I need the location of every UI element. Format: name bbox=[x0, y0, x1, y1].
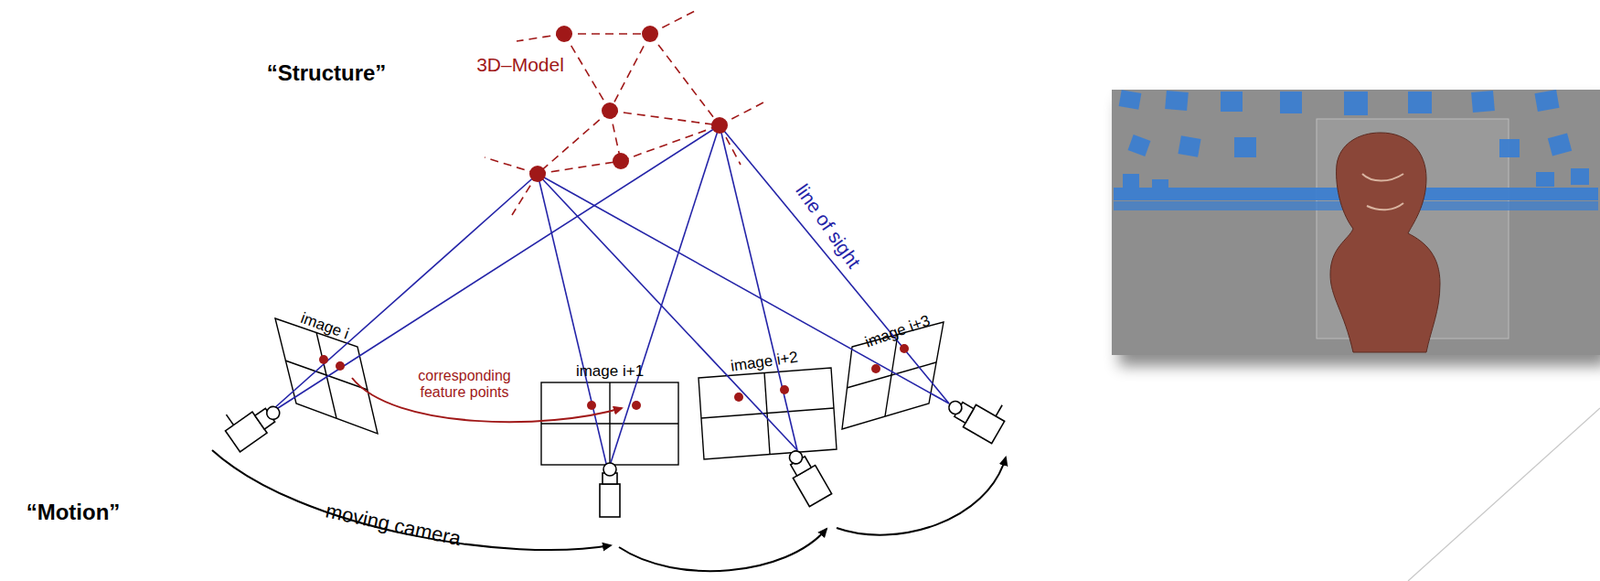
label: corresponding feature points bbox=[402, 367, 527, 400]
label: “Structure” bbox=[264, 61, 390, 86]
photo-content bbox=[1111, 89, 1600, 355]
reconstruction-photo bbox=[1111, 89, 1600, 355]
label: image i bbox=[295, 309, 354, 344]
label: image i+3 bbox=[860, 311, 936, 353]
motion-arcs bbox=[212, 449, 1006, 571]
label: 3D–Model bbox=[473, 53, 567, 75]
lines-of-sight bbox=[265, 125, 950, 471]
image-planes bbox=[275, 318, 944, 465]
label: “Motion” bbox=[23, 500, 124, 524]
label: moving camera bbox=[320, 499, 466, 551]
model-points bbox=[529, 25, 728, 182]
label: image i+2 bbox=[726, 348, 802, 376]
cameras bbox=[217, 382, 1011, 517]
decor-line bbox=[1408, 407, 1600, 581]
feature-points bbox=[319, 343, 909, 410]
label: image i+1 bbox=[573, 362, 647, 381]
